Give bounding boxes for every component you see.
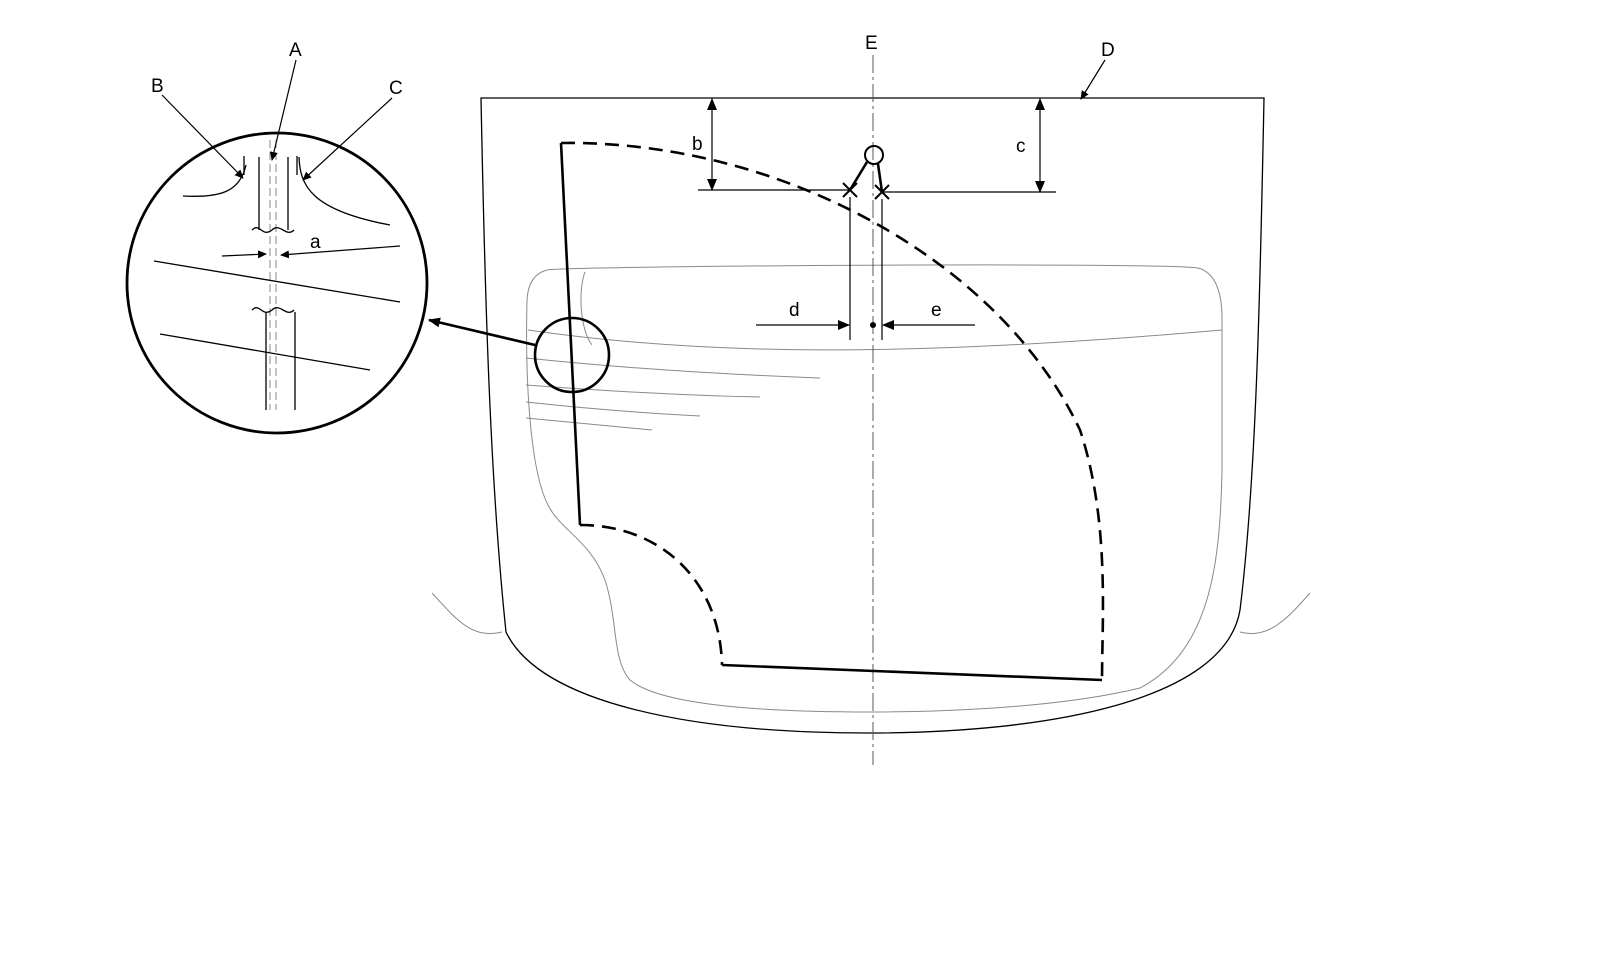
dashboard-line-1 — [525, 357, 821, 379]
callout-c-label: C — [389, 78, 403, 99]
dimension-a-label: a — [310, 232, 321, 253]
mirror-mount-right-leg — [876, 163, 884, 193]
detail-source-circle — [533, 316, 611, 394]
dimension-c-label: c — [1016, 136, 1026, 157]
body-right-sweep — [1239, 592, 1311, 635]
mirror-mount-circle — [864, 145, 884, 165]
dashboard-upper-line — [527, 329, 1223, 351]
dashboard-line-2 — [525, 384, 761, 398]
callout-b-label: B — [151, 76, 164, 97]
dimension-d-label: d — [789, 300, 800, 321]
dashboard-inner-line — [580, 271, 593, 346]
film-area-left-edge — [559, 142, 582, 526]
interior-outline — [526, 264, 1223, 713]
film-area-bottom-edge — [721, 663, 1103, 682]
mirror-mount-left-leg — [848, 161, 869, 191]
dimension-e-label: e — [931, 300, 942, 321]
dashboard-line-3 — [525, 401, 701, 417]
body-left-sweep — [431, 592, 503, 635]
film-area-lower-left-arc — [579, 523, 724, 666]
detail-content — [153, 140, 401, 410]
callout-a-label: A — [289, 40, 302, 61]
callout-a-leader — [269, 59, 297, 161]
dimension-b-label: b — [692, 134, 703, 155]
dashboard-line-4 — [525, 417, 653, 431]
detail-magnified-circle — [125, 131, 429, 435]
windshield-glass-outline — [480, 97, 1265, 734]
callout-d-label: D — [1101, 40, 1115, 61]
film-area-top-arc — [560, 141, 1105, 681]
callout-e-label: E — [865, 33, 878, 54]
callout-b-leader — [161, 94, 244, 179]
callout-d-leader — [1080, 59, 1106, 100]
center-point — [870, 322, 876, 328]
callout-c-leader — [302, 97, 393, 181]
detail-leader-arrow — [428, 317, 536, 347]
